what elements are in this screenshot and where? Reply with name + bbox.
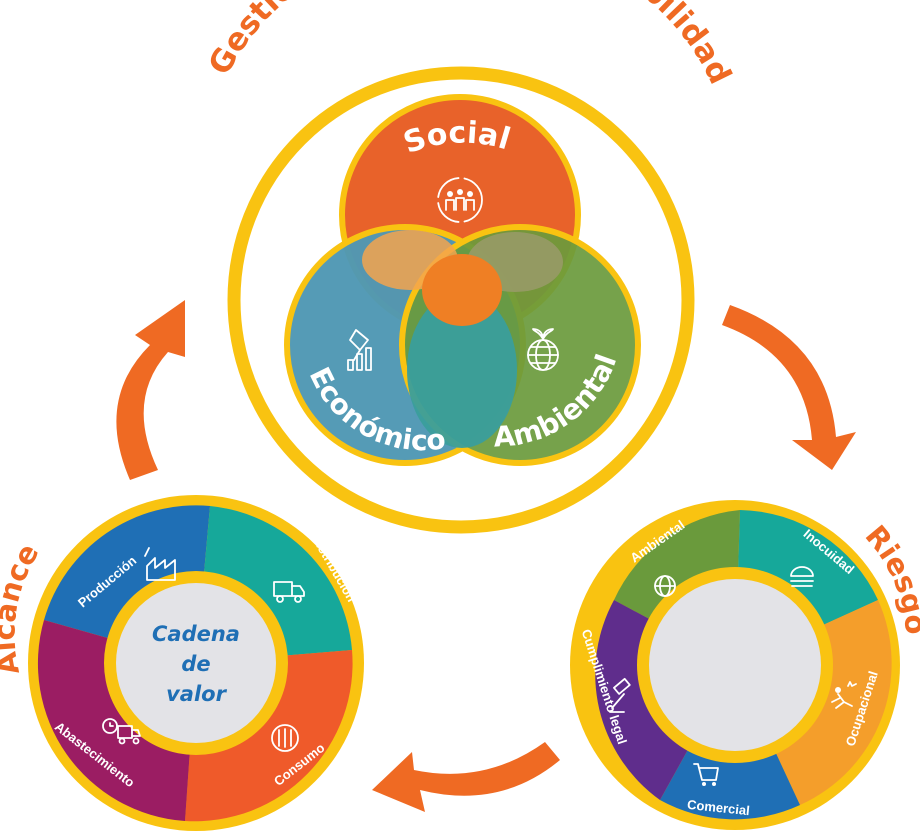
arrow-to-riesgo <box>722 305 856 470</box>
riesgo-center <box>649 579 821 751</box>
burger-icon <box>790 566 814 587</box>
growth-chart-icon <box>347 329 372 371</box>
alcance-group: Alcance Cadena de valor Producción Distr… <box>0 495 364 831</box>
shopping-cart-icon <box>693 763 719 786</box>
gavel-icon <box>609 677 631 713</box>
label-comercial: Comercial <box>686 797 750 818</box>
overlap-center <box>422 254 502 326</box>
center-line-3: valor <box>166 682 227 706</box>
center-line-2: de <box>181 652 210 676</box>
arrow-to-alcance <box>372 742 560 812</box>
overlap-eco-amb <box>407 292 517 448</box>
supply-truck-clock-icon <box>102 718 141 745</box>
factory-icon <box>144 547 176 581</box>
cycle-arrows <box>116 300 856 812</box>
globe-icon <box>654 575 676 597</box>
riesgo-group: Riesgo Ambiental Inocuidad Ocupacional C… <box>570 500 920 830</box>
globe-leaf-icon <box>527 328 559 371</box>
worker-fall-icon <box>831 681 857 709</box>
center-line-1: Cadena <box>152 622 240 646</box>
food-plate-icon <box>271 724 299 752</box>
arrow-to-gestion <box>116 300 185 480</box>
alcance-center <box>116 583 276 743</box>
venn-diagram: Social Económico Ambiental <box>284 94 641 466</box>
delivery-truck-icon <box>273 581 305 603</box>
people-cycle-icon <box>437 177 483 223</box>
